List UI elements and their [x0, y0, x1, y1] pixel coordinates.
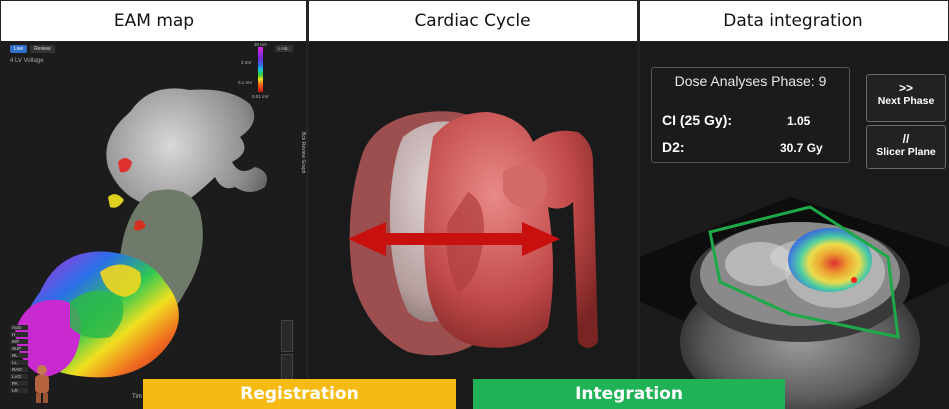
- slicer-plane-label: Slicer Plane: [867, 146, 945, 159]
- time-label: Tim: [132, 394, 142, 400]
- data-integration-panel: Dose Analyses Phase: 9 CI (25 Gy): 1.05 …: [640, 42, 949, 409]
- tool-h[interactable]: H: [10, 332, 28, 337]
- vertical-slider-top[interactable]: [281, 320, 293, 352]
- tool-lao[interactable]: LAO: [10, 374, 28, 379]
- slicer-plane-icon: //: [867, 132, 945, 146]
- eam-3d-map[interactable]: [0, 42, 308, 409]
- tool-ll[interactable]: LL: [10, 360, 28, 365]
- ci-label: CI (25 Gy):: [662, 112, 732, 128]
- next-phase-label: Next Phase: [867, 95, 945, 108]
- slicer-plane-button[interactable]: // Slicer Plane: [866, 125, 946, 169]
- tool-lr[interactable]: LR: [10, 388, 28, 393]
- next-phase-button[interactable]: >> Next Phase: [866, 74, 946, 122]
- dose-analyses-box: Dose Analyses Phase: 9 CI (25 Gy): 1.05 …: [651, 67, 850, 163]
- registration-banner: Registration: [143, 379, 456, 409]
- tool-pa[interactable]: PA: [10, 381, 28, 386]
- d2-label: D2:: [662, 139, 685, 155]
- cardiac-cycle-header: Cardiac Cycle: [306, 0, 639, 42]
- data-integration-header: Data integration: [637, 0, 949, 42]
- heart-3d-model: [308, 42, 638, 409]
- eam-map-panel: Live Review 4 LV Voltage 30 mV 3 mV 0.1 …: [0, 42, 308, 409]
- next-phase-icon: >>: [867, 81, 945, 95]
- integration-banner: Integration: [473, 379, 785, 409]
- tool-sup[interactable]: SUP: [10, 346, 28, 351]
- eam-map-header: EAM map: [0, 0, 308, 42]
- tool-rao[interactable]: RAO: [10, 367, 28, 372]
- cardiac-cycle-panel: [308, 42, 638, 409]
- view-tools: Auto H INF SUP RL LL RAO LAO PA LR: [10, 325, 28, 393]
- body-orientation-icon[interactable]: [30, 364, 54, 404]
- ci-value: 1.05: [787, 114, 810, 128]
- dose-phase-title: Dose Analyses Phase: 9: [652, 73, 849, 89]
- tool-inf[interactable]: INF: [10, 339, 28, 344]
- panel-divider-right: [637, 0, 640, 409]
- d2-value: 30.7 Gy: [780, 141, 823, 155]
- panel-divider-left: [306, 0, 309, 409]
- tool-rl[interactable]: RL: [10, 353, 28, 358]
- tool-auto[interactable]: Auto: [10, 325, 28, 330]
